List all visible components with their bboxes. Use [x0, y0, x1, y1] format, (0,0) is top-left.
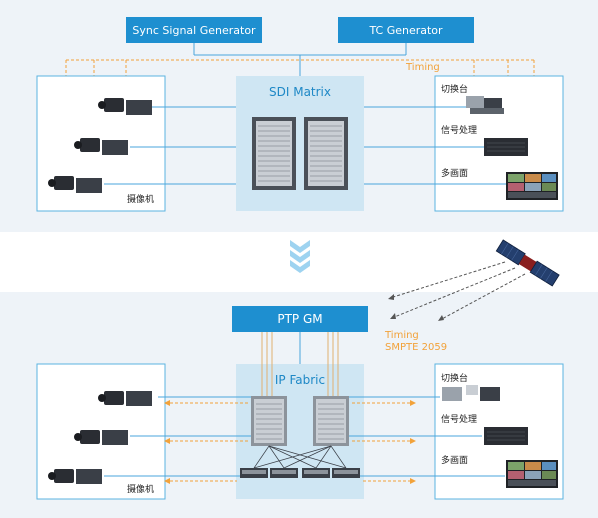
- sdi-matrix-label: SDI Matrix: [269, 85, 331, 99]
- leaf-switch: [302, 468, 330, 478]
- ptp-gm-label: PTP GM: [277, 312, 322, 326]
- fabric-mesh-lines: [253, 445, 347, 469]
- multiviewer-icon: [506, 460, 558, 488]
- sync-signal-generator-box: Sync Signal Generator: [126, 17, 262, 43]
- multiviewer-icon: [506, 172, 558, 200]
- camera-icon: [98, 391, 152, 406]
- smpte-2059-label: SMPTE 2059: [385, 342, 447, 353]
- sdi-matrix-rack-2: [304, 117, 348, 190]
- camera-icon: [74, 430, 128, 445]
- signal-processing-label-bottom: 信号处理: [441, 413, 477, 425]
- signal-processor-icon: [484, 138, 528, 156]
- satellite-icon: [495, 239, 560, 287]
- switcher-icon: [466, 96, 504, 114]
- camera-icon: [98, 98, 152, 115]
- sdi-matrix-rack-1: [252, 117, 296, 190]
- timing-label-bottom: Timing: [384, 330, 419, 341]
- spine-switch-2: [313, 396, 349, 446]
- leaf-switch: [270, 468, 298, 478]
- spine-switch-1: [251, 396, 287, 446]
- camera-icon: [74, 138, 128, 155]
- camera-icon: [48, 469, 102, 484]
- leaf-switch: [240, 468, 268, 478]
- satellite-timing-rays: [389, 261, 526, 321]
- camera-group-label-top: 摄像机: [127, 193, 154, 205]
- timing-label-top: Timing: [405, 62, 440, 73]
- generator-connector: [193, 43, 407, 76]
- switcher-label-bottom: 切换台: [441, 372, 468, 384]
- multiviewer-label-top: 多画面: [441, 167, 468, 179]
- ptp-lines: [261, 332, 339, 396]
- signal-processing-label-top: 信号处理: [441, 124, 477, 136]
- sync-signal-generator-label: Sync Signal Generator: [132, 24, 256, 37]
- satellite-ray-arrowheads: [388, 294, 444, 321]
- tc-generator-label: TC Generator: [368, 24, 443, 37]
- ptp-timing-arrowheads-bottom: [164, 400, 416, 484]
- ip-fabric-label: IP Fabric: [275, 373, 325, 387]
- camera-icon: [48, 176, 102, 193]
- ip-links-bottom: [104, 396, 505, 477]
- ptp-gm-box: PTP GM: [232, 306, 368, 332]
- tc-generator-box: TC Generator: [338, 17, 474, 43]
- switcher-icon: [442, 385, 500, 401]
- ptp-timing-links-bottom: [170, 402, 410, 482]
- signal-processor-icon: [484, 427, 528, 445]
- camera-group-label-bottom: 摄像机: [127, 483, 154, 495]
- sdi-links-top: [104, 106, 506, 185]
- multiviewer-label-bottom: 多画面: [441, 454, 468, 466]
- leaf-switch: [332, 468, 360, 478]
- down-chevrons-icon: [290, 240, 310, 273]
- switcher-label-top: 切换台: [441, 83, 468, 95]
